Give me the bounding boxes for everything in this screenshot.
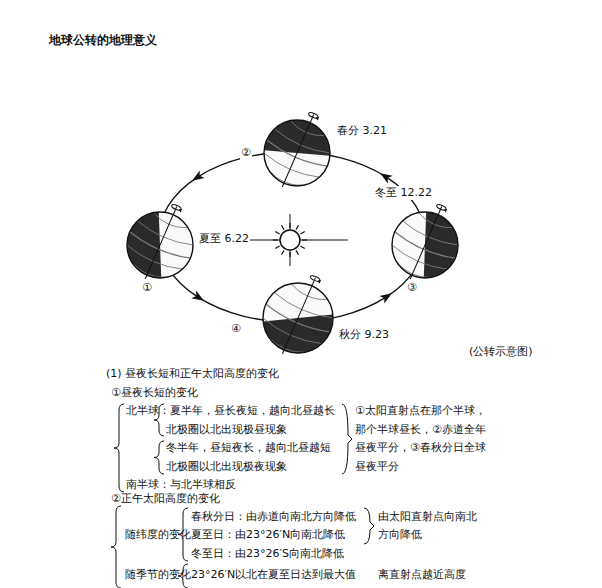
note-text: 由太阳直射点向南北 [377, 510, 478, 524]
bracket [364, 508, 374, 544]
season-label: 冬至 12.22 [374, 186, 433, 200]
bracket [111, 506, 121, 588]
season-label: 夏至 6.22 [198, 232, 250, 246]
earth-axis [410, 206, 442, 278]
rotation-arrow [178, 208, 182, 213]
note-text: 夏至日：由23°26′N向南北降低 [190, 528, 346, 542]
note-text: 南半球：与北半球相反 [125, 478, 237, 492]
sun-symbol [280, 230, 300, 250]
sun-ray [302, 239, 307, 240]
orbit-arrow [378, 169, 393, 183]
rotation-arrow [443, 208, 447, 213]
earth-axis [145, 206, 177, 278]
note-text: 北半球：夏半年，昼长夜短，越向北昼越长 [125, 404, 336, 418]
note-text: 离直射点越近高度 [377, 568, 467, 582]
sun-ray [282, 225, 285, 229]
note-text: 昼夜平分 [354, 460, 400, 474]
earth-globe [252, 100, 344, 200]
earth-axis [282, 278, 315, 354]
note-text: 那个半球昼长，②赤道全年 [354, 423, 487, 437]
sun-ray [296, 250, 299, 254]
sun-ray [300, 246, 304, 249]
note-text: 23°26′N以北在夏至日达到最大值 [190, 568, 357, 582]
note-text: 昼夜平分，③春秋分日全球 [354, 441, 487, 455]
figure-caption: (公转示意图) [468, 345, 534, 359]
sun-ray [296, 225, 299, 229]
sun-ray [289, 223, 290, 228]
note-text: 冬半年，昼短夜长，越向北昼越短 [165, 441, 332, 455]
sun-ray [275, 232, 279, 235]
note-text: 随纬度的变化 [124, 528, 192, 542]
note-text: 北极圈以北出现极夜现象 [165, 460, 288, 474]
bracket [154, 441, 164, 474]
orbit-arrow [190, 170, 205, 184]
sun-ray [275, 246, 279, 249]
callout-number: ② [240, 146, 252, 160]
earth-globe [115, 192, 207, 292]
earth-axis [282, 114, 314, 186]
sun-ray [273, 239, 278, 240]
rotation-arrow [317, 279, 321, 284]
earth-globe [380, 192, 472, 292]
note-text: 春秋分日：由赤道向南北方向降低 [190, 510, 357, 524]
note-text: 随季节的变化 [124, 568, 192, 582]
season-label: 秋分 9.23 [338, 328, 390, 342]
sun-ray [300, 232, 304, 235]
sun-ray [289, 252, 290, 257]
rotation-arrow [315, 116, 319, 121]
earth-globe [250, 263, 348, 368]
orbit-arrow [379, 290, 394, 304]
note-text: ②正午太阳高度的变化 [110, 492, 221, 506]
bracket [114, 404, 124, 492]
note-text: (1) 昼夜长短和正午太阳高度的变化 [105, 367, 280, 381]
note-text: 方向降低 [377, 528, 423, 542]
note-text: ①昼夜长短的变化 [110, 386, 199, 400]
note-text: 冬至日：由23°26′S向南北降低 [190, 547, 345, 561]
night-side [127, 212, 161, 278]
sun-ray [282, 250, 285, 254]
season-label: 春分 3.21 [336, 124, 388, 138]
note-text: ①太阳直射点在那个半球， [354, 404, 487, 418]
callout-number: ① [141, 281, 153, 295]
note-text: 北极圈以北出现极昼现象 [165, 423, 288, 437]
callout-number: ④ [230, 322, 242, 336]
night-side [264, 120, 330, 156]
callout-number: ③ [406, 281, 418, 295]
night-side [263, 314, 333, 353]
bracket [342, 404, 352, 474]
diagram-title: 地球公转的地理意义 [48, 33, 158, 47]
orbit-arrow [191, 291, 206, 305]
